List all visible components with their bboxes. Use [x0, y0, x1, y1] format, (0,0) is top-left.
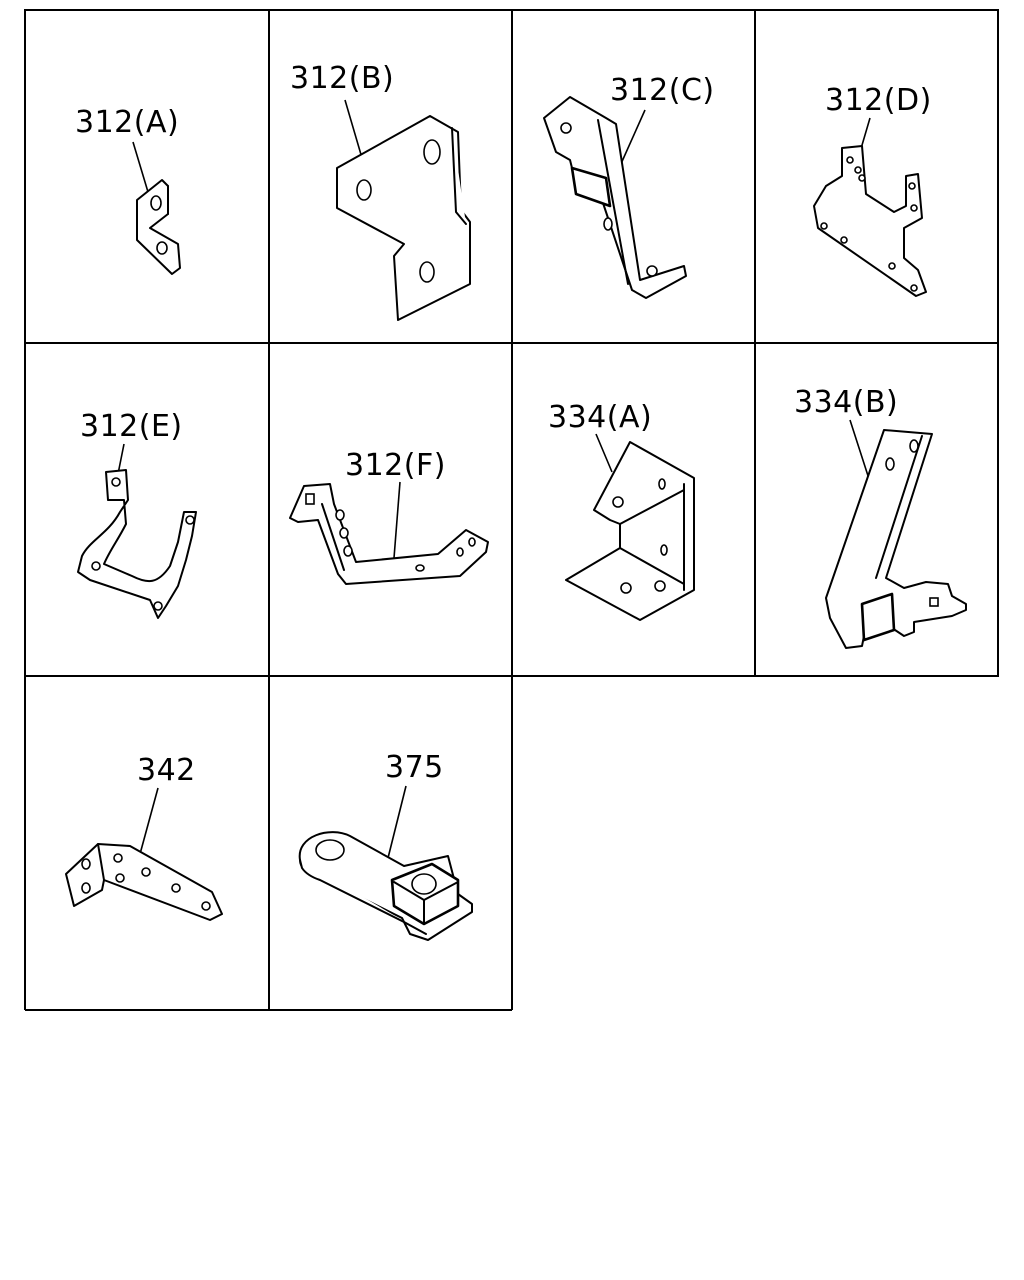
part-312b: 312(B) [290, 61, 471, 321]
part-312e: 312(E) [77, 409, 197, 619]
callout-312f: 312(F) [345, 448, 446, 483]
part-334b: 334(B) [794, 385, 967, 649]
part-312f: 312(F) [289, 448, 489, 585]
cell-grid [24, 9, 999, 1011]
part-312a: 312(A) [75, 105, 181, 275]
callout-342: 342 [137, 753, 196, 788]
part-342: 342 [65, 753, 223, 921]
callout-334b: 334(B) [794, 385, 898, 420]
callout-334a: 334(A) [548, 400, 652, 435]
part-312c: 312(C) [543, 73, 715, 299]
callout-312c: 312(C) [610, 73, 715, 108]
callout-312a: 312(A) [75, 105, 179, 140]
part-334a: 334(A) [548, 400, 695, 621]
part-375: 375 [298, 750, 473, 941]
part-312d: 312(D) [813, 83, 932, 297]
callout-312e: 312(E) [80, 409, 183, 444]
callout-312b: 312(B) [290, 61, 394, 96]
callout-312d: 312(D) [825, 83, 932, 118]
callout-375: 375 [385, 750, 444, 785]
